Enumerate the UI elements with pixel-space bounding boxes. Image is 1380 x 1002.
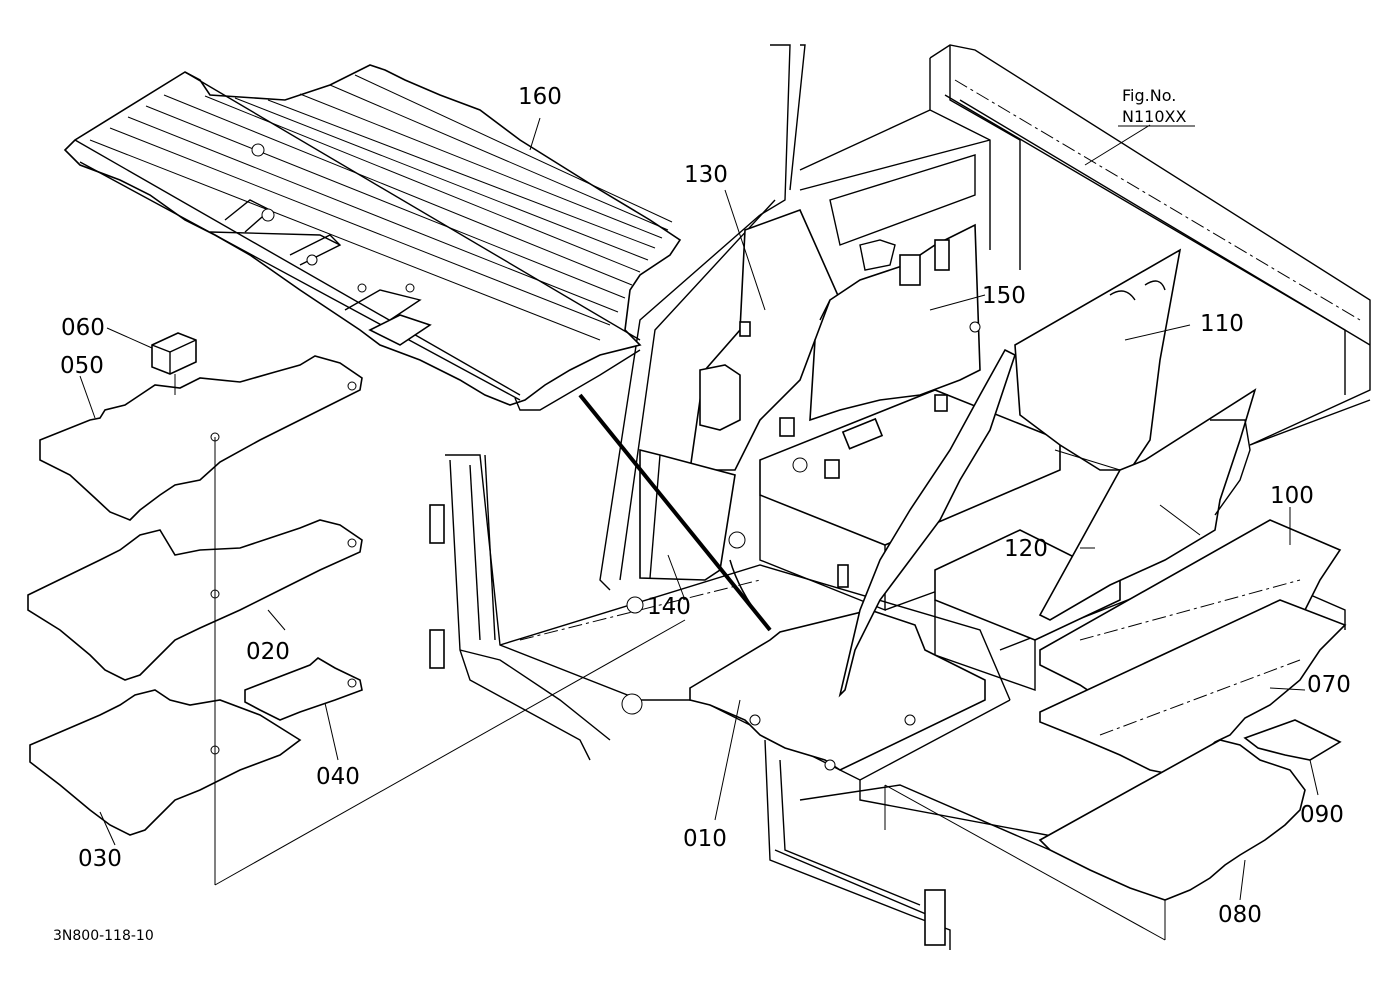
part-010-floor-plate [621,596,986,771]
label-020: 020 [246,639,290,665]
part-090-plate [1243,719,1342,761]
label-140: 140 [647,594,691,620]
fig-number: N110XX [1122,107,1186,126]
label-130: 130 [684,162,728,188]
label-050: 050 [60,353,104,379]
label-110: 110 [1200,311,1244,337]
part-060-block [151,332,197,375]
label-150: 150 [982,283,1026,309]
part-150-rear-panel [809,154,981,422]
diagonal-panel [838,348,1016,698]
part-020-mat [27,519,363,681]
reference-lines [174,374,1201,941]
part-050-mat [39,355,363,521]
callout-leaders [79,117,1319,901]
part-120-panel [1038,388,1257,621]
label-160: 160 [518,84,562,110]
part-080-mat [1038,739,1306,901]
label-040: 040 [316,764,360,790]
label-060: 060 [61,315,105,341]
part-040-plate [244,657,363,721]
part-030-mat [29,689,302,836]
drawing-code: 3N800-118-10 [53,928,154,944]
figure-info: Fig.No. N110XX 3N800-118-10 [53,86,1186,944]
label-010: 010 [683,826,727,852]
label-090: 090 [1300,802,1344,828]
part-130-side-panel [689,208,841,471]
callout-labels: 160 130 060 050 150 110 100 120 140 020 … [60,84,1351,928]
label-030: 030 [78,846,122,872]
part-160-floor-mat [63,64,682,411]
fig-label: Fig.No. [1122,86,1176,105]
label-120: 120 [1004,536,1048,562]
label-100: 100 [1270,483,1314,509]
label-070: 070 [1307,672,1351,698]
part-070-mat [1039,599,1347,776]
label-080: 080 [1218,902,1262,928]
